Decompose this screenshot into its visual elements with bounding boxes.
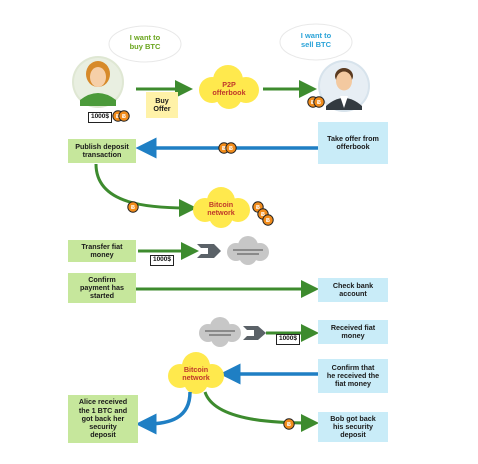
bitcoin-coin-icon (283, 418, 295, 430)
alice-speech-text: I want to buy BTC (129, 33, 161, 51)
bitcoin-coin-icon (127, 201, 139, 213)
alice-avatar (72, 56, 124, 108)
bitcoin-coin-icon (262, 214, 274, 226)
bitcoin-symbol-icon: Ƀ (311, 100, 315, 106)
bitcoin-network-bottom-label: Bitcoin network (182, 365, 210, 382)
bitcoin-symbol-icon: Ƀ (116, 114, 120, 120)
bitcoin-coin-icon (225, 142, 237, 154)
offerbook-cloud (199, 65, 259, 109)
bitcoin-symbol-icon: Ƀ (317, 100, 321, 106)
bitcoin-network-cloud-bottom (168, 352, 224, 394)
bitcoin-symbol-icon: Ƀ (222, 146, 226, 152)
buy-offer-box: Buy Offer (146, 92, 178, 118)
bank-receive-icon (243, 326, 266, 340)
bitcoin-symbol-icon: Ƀ (261, 212, 265, 218)
received-fiat-box: Received fiat money (318, 320, 388, 344)
bitcoin-coin-icon (313, 96, 325, 108)
bob-avatar (318, 60, 370, 112)
bitcoin-symbol-icon: Ƀ (229, 146, 233, 152)
arrow-network-to-alice (135, 391, 192, 435)
confirm-payment-box: Confirm payment has started (68, 273, 136, 303)
banking-network-cloud-top (227, 236, 269, 265)
transfer-cash-tag: 1000$ (150, 255, 174, 266)
bob-received-box: Bob got back his security deposit (318, 412, 388, 442)
banking-network-cloud-bottom (199, 317, 241, 347)
take-offer-box: Take offer from offerbook (318, 122, 388, 164)
bob-speech-bubble (279, 23, 353, 61)
alice-cash-tag: 1000$ (88, 112, 112, 123)
bitcoin-symbol-icon: Ƀ (122, 114, 126, 120)
bitcoin-symbol-icon: Ƀ (131, 205, 135, 211)
bitcoin-symbol-icon: Ƀ (287, 422, 291, 428)
bitcoin-coin-icon (118, 110, 130, 122)
check-bank-box: Check bank account (318, 278, 388, 302)
alice-speech-bubble (108, 25, 182, 63)
bitcoin-symbol-icon: Ƀ (266, 218, 270, 224)
arrow-network-to-bob (203, 391, 319, 432)
publish-deposit-box: Publish deposit transaction (68, 139, 136, 163)
received-cash-tag: 1000$ (276, 334, 300, 345)
bitcoin-network-cloud-top (193, 187, 250, 228)
arrow-deposit-to-network (94, 163, 197, 217)
transfer-fiat-box: Transfer fiat money (68, 240, 136, 262)
bitcoin-network-top-label: Bitcoin network (207, 200, 235, 217)
bank-transfer-icon (197, 244, 221, 258)
bob-speech-text: I want to sell BTC (300, 31, 332, 49)
confirm-received-box: Confirm that he received the fiat money (318, 359, 388, 393)
offerbook-label: P2P offerbook (212, 80, 246, 97)
bitcoin-symbol-icon: Ƀ (256, 205, 260, 211)
alice-received-box: Alice received the 1 BTC and got back he… (68, 395, 138, 443)
